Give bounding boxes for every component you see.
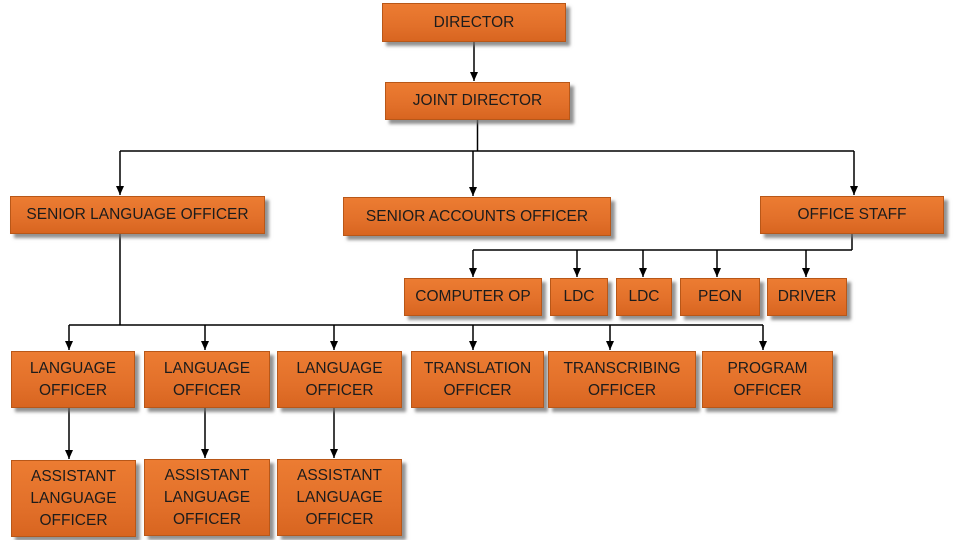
box-label-line: PEON [698, 288, 742, 305]
office-staff-box: OFFICE STAFF [760, 196, 944, 234]
box-label-line: LANGUAGE [30, 489, 117, 507]
program-officer-box: PROGRAM OFFICER [702, 351, 833, 408]
box-label-line: OFFICER [172, 510, 242, 528]
language-officer-box-2: LANGUAGE OFFICER [144, 351, 270, 408]
box-label-line: OFFICER [305, 381, 374, 399]
director-box: DIRECTOR [382, 3, 566, 42]
box-label-line: LDC [563, 288, 595, 305]
ldc-box-2: LDC [616, 278, 672, 316]
language-officer-box-3: LANGUAGE OFFICER [277, 351, 402, 408]
box-label-line: LANGUAGE [296, 359, 383, 377]
box-label-line: OFFICER [172, 381, 242, 399]
box-label-line: DRIVER [777, 288, 837, 305]
box-label-line: OFFICER [39, 511, 108, 529]
box-label-line: OFFICE STAFF [797, 206, 907, 223]
box-label-line: LANGUAGE [296, 488, 383, 506]
box-label-line: COMPUTER OP [415, 288, 531, 305]
box-label-line: LANGUAGE [29, 359, 117, 377]
box-label-line: OFFICER [305, 510, 374, 528]
box-label-line: ASSISTANT [164, 466, 250, 484]
senior-language-officer-box: SENIOR LANGUAGE OFFICER [10, 196, 265, 234]
computer-op-box: COMPUTER OP [404, 278, 542, 316]
assistant-language-officer-box-1: ASSISTANT LANGUAGE OFFICER [11, 460, 136, 537]
assistant-language-officer-box-2: ASSISTANT LANGUAGE OFFICER [144, 459, 270, 536]
translation-officer-box: TRANSLATION OFFICER [411, 351, 544, 408]
ldc-box-1: LDC [550, 278, 608, 316]
box-label-line: SENIOR LANGUAGE OFFICER [26, 206, 249, 223]
box-label-line: ASSISTANT [297, 466, 382, 484]
transcribing-officer-box: TRANSCRIBING OFFICER [548, 351, 696, 408]
driver-box: DRIVER [767, 278, 847, 316]
box-label-line: OFFICER [443, 381, 512, 399]
box-label-line: OFFICER [733, 381, 802, 399]
box-label-line: ASSISTANT [31, 467, 116, 485]
box-label-line: OFFICER [38, 381, 108, 399]
joint-director-box: JOINT DIRECTOR [385, 82, 570, 120]
assistant-language-officer-box-3: ASSISTANT LANGUAGE OFFICER [277, 459, 402, 536]
box-label-line: DIRECTOR [433, 13, 515, 31]
box-label-line: LANGUAGE [163, 488, 251, 506]
senior-accounts-officer-box: SENIOR ACCOUNTS OFFICER [343, 197, 611, 236]
box-label-line: PROGRAM [727, 359, 808, 377]
language-officer-box-1: LANGUAGE OFFICER [11, 351, 135, 408]
box-label-line: LANGUAGE [163, 359, 251, 377]
peon-box: PEON [680, 278, 760, 316]
box-label-line: JOINT DIRECTOR [412, 92, 543, 109]
box-label-line: TRANSCRIBING [563, 359, 681, 377]
box-label-line: LDC [628, 288, 660, 305]
box-label-line: OFFICER [587, 381, 657, 399]
box-label-line: TRANSLATION [423, 359, 532, 377]
box-label-line: SENIOR ACCOUNTS OFFICER [365, 207, 589, 225]
